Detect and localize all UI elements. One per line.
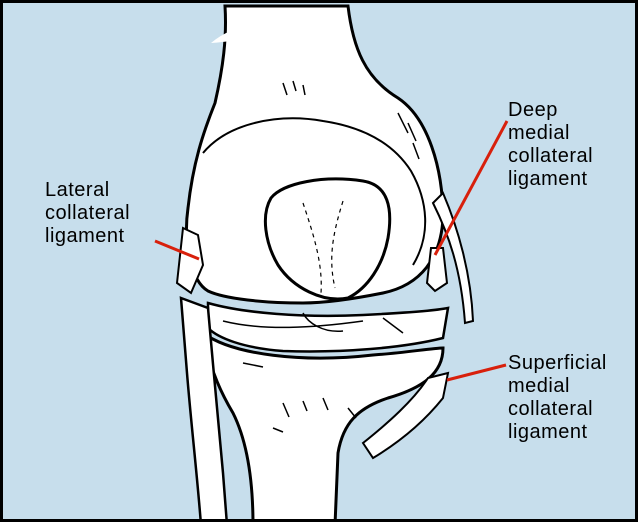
label-superficial-medial-collateral-ligament: Superficial medial collateral ligament: [508, 352, 607, 444]
label-lateral-collateral-ligament: Lateral collateral ligament: [45, 179, 130, 248]
knee-joint-illustration: [3, 3, 638, 522]
deep-medial-ligament-shape: [427, 248, 447, 291]
superficial-pointer-line: [447, 365, 506, 380]
meniscus: [208, 303, 448, 351]
deep-medial-pointer-line: [435, 121, 507, 255]
label-deep-medial-collateral-ligament: Deep medial collateral ligament: [508, 99, 593, 191]
